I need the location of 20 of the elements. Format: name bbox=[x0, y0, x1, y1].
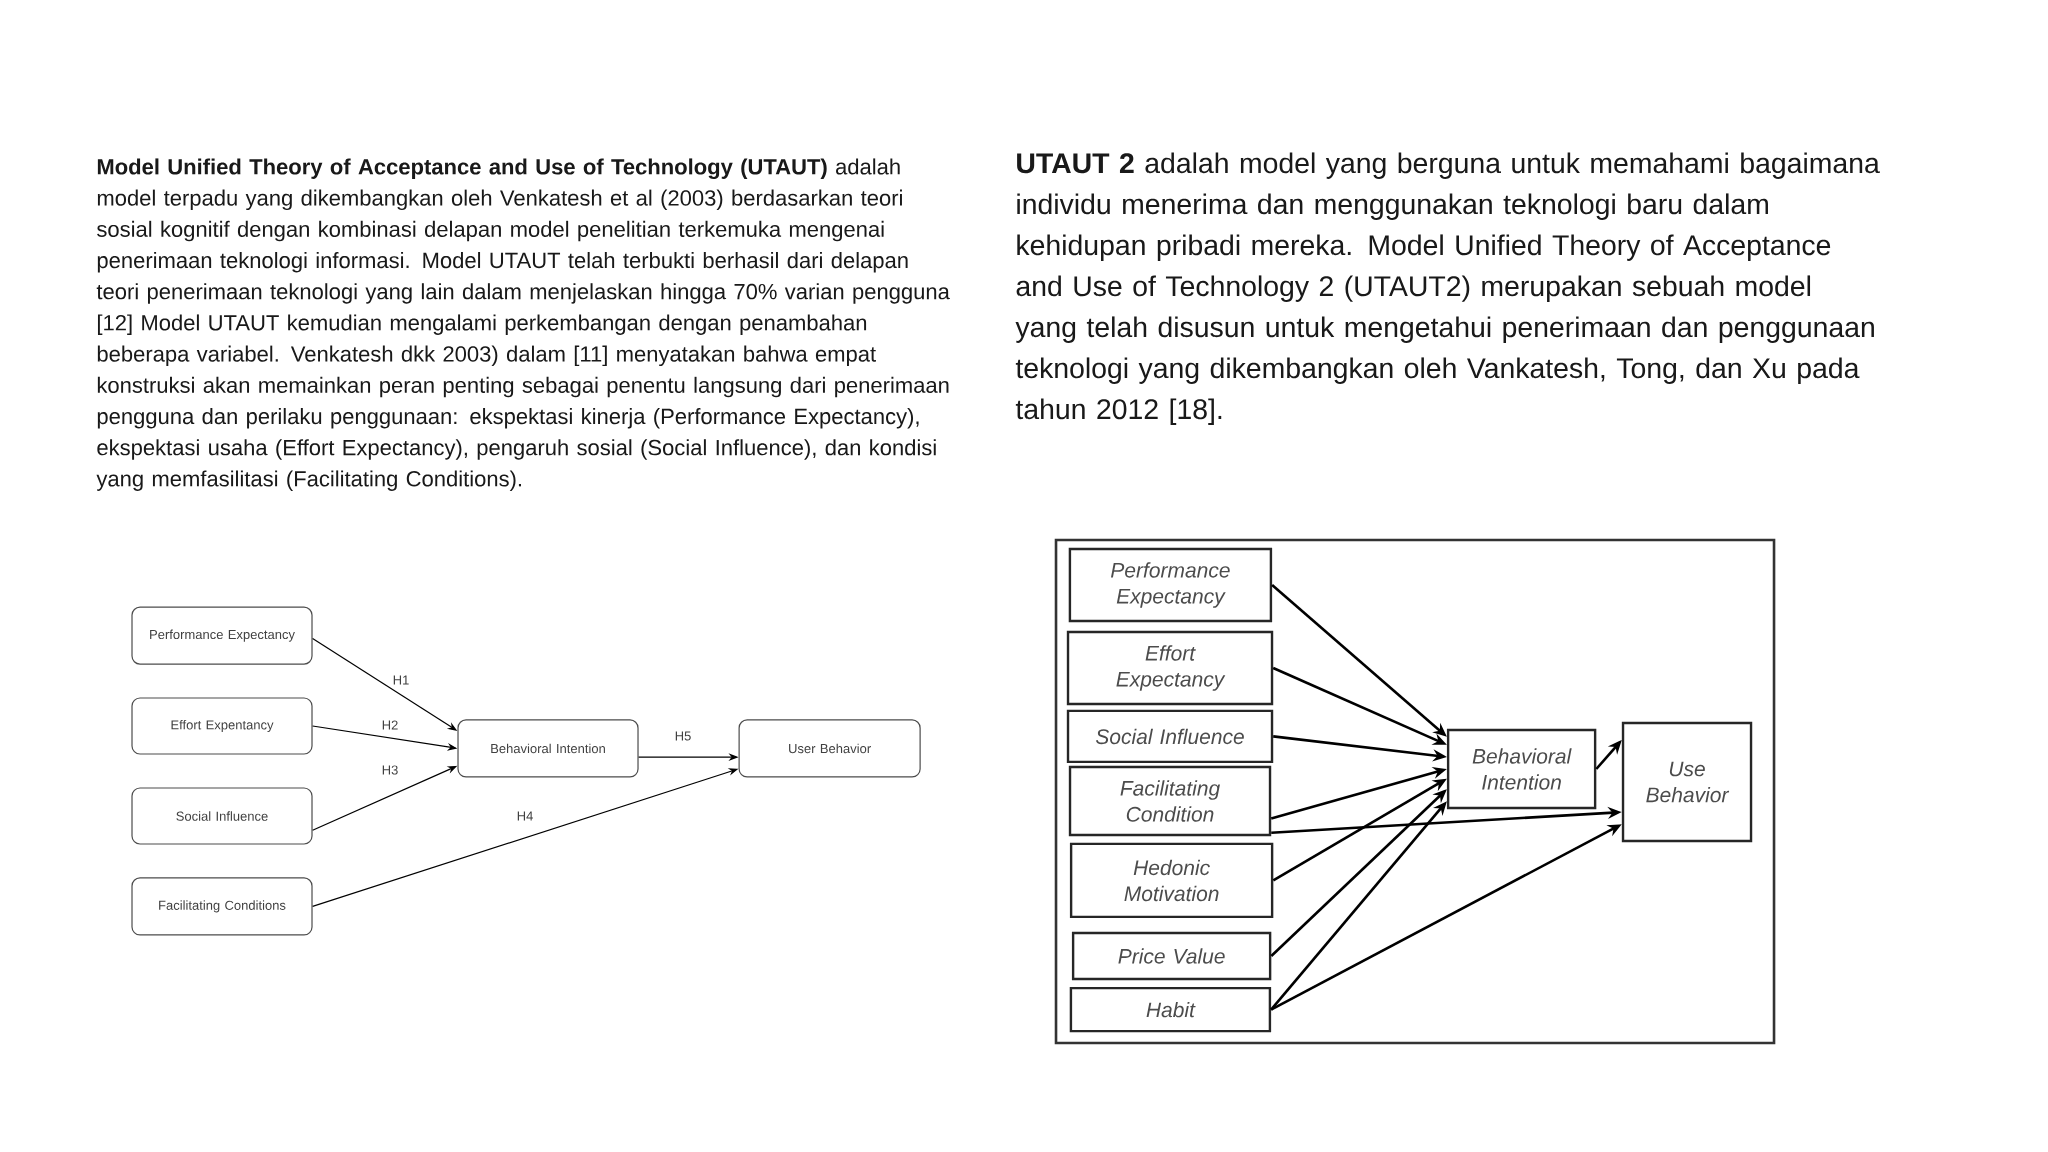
construct-box: Social Influence bbox=[1066, 709, 1274, 764]
construct-box: Effort Expectancy bbox=[1066, 630, 1274, 706]
construct-box: Performance Expectancy bbox=[1068, 547, 1273, 623]
edge-label: H2 bbox=[379, 718, 401, 732]
paragraph: Model Unified Theory of Acceptance and Use of Technology (UTAUT) adalah model terpadu yang dikembangkan oleh Venkatesh et al (2003) berdasarkan teori sosial kognitif dengan kombinasi delapan model penelitian terkemuka mengenai penerimaan teknologi informasi. Model UTAUT telah terbukti berhasil dari delapan teori penerimaan teknologi yang lain dalam menjelaskan hingga 70% varian pengguna [12] Model UTAUT kemudian mengalami perkembangan dengan penambahan beberapa variabel. Venkatesh dkk 2003) dalam [11] menyatakan bahwa empat konstruksi akan memainkan peran penting sebagai penentu langsung dari penerimaan pengguna dan perilaku penggunaan: ekspektasi kinerja (Performance Expectancy), ekspektasi usaha (Effort Expectancy), pengaruh sosial (Social Influence), dan kondisi yang memfasilitasi (Facilitating Conditions). bbox=[96, 158, 950, 491]
rounded-box: Performance Expectancy bbox=[131, 606, 313, 665]
edge-label: H3 bbox=[379, 763, 401, 777]
rounded-box: Behavioral Intention bbox=[457, 719, 639, 778]
construct-box: Facilitating Condition bbox=[1068, 765, 1272, 837]
rounded-box: User Behavior bbox=[738, 719, 921, 778]
construct-box: Behavioral Intention bbox=[1446, 728, 1597, 810]
construct-box: Use Behavior bbox=[1621, 721, 1753, 843]
rounded-box: Social Influence bbox=[131, 787, 313, 845]
rounded-box: Effort Expentancy bbox=[131, 697, 313, 755]
rounded-box: Facilitating Conditions bbox=[131, 877, 313, 936]
edge-label: H5 bbox=[672, 729, 694, 743]
construct-box: Hedonic Motivation bbox=[1069, 842, 1274, 919]
construct-box: Price Value bbox=[1071, 931, 1272, 981]
paragraph: UTAUT 2 adalah model yang berguna untuk memahami bagaimana individu menerima dan menggunakan teknologi baru dalam kehidupan pribadi mereka. Model Unified Theory of Acceptance and Use of Technology 2 (UTAUT2) merupakan sebuah model yang telah disusun untuk mengetahui penerimaan dan penggunaan teknologi yang dikembangkan oleh Vankatesh, Tong, dan Xu pada tahun 2012 [18]. bbox=[1015, 152, 1880, 425]
construct-box: Habit bbox=[1069, 986, 1272, 1033]
